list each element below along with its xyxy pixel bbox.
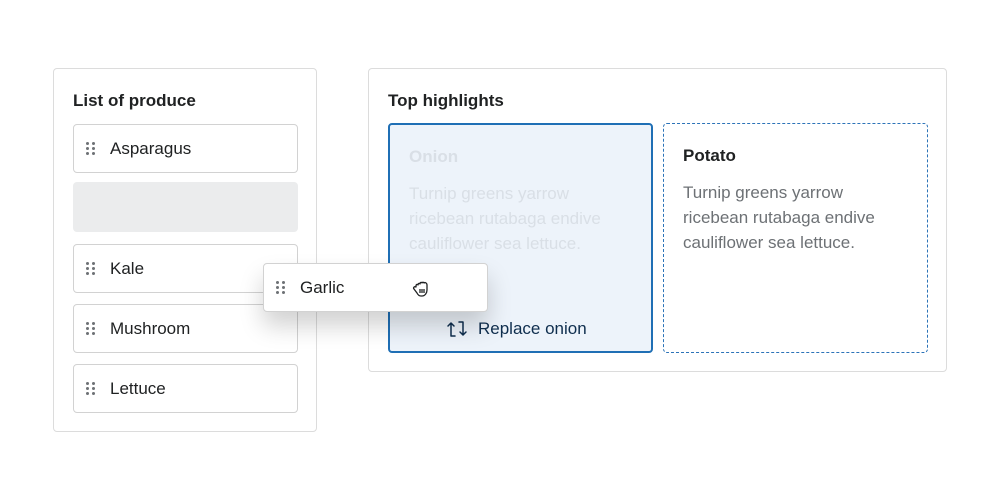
replace-hint: Replace onion: [446, 319, 587, 339]
dragging-item-label: Garlic: [300, 277, 345, 297]
replace-icon: [447, 321, 467, 337]
drop-placeholder: [73, 182, 298, 232]
list-item-label: Kale: [110, 258, 145, 278]
list-item-kale[interactable]: Kale: [73, 244, 298, 293]
card-title: Potato: [683, 146, 736, 165]
list-item-label: Asparagus: [110, 138, 192, 158]
list-item-lettuce[interactable]: Lettuce: [73, 364, 298, 413]
replace-hint-label: Replace onion: [478, 319, 587, 338]
highlights-title: Top highlights: [388, 91, 504, 110]
list-item-asparagus[interactable]: Asparagus: [73, 124, 298, 173]
drag-handle-icon[interactable]: [86, 382, 96, 396]
highlight-card-potato[interactable]: Potato Turnip greens yarrow ricebean rut…: [663, 123, 928, 353]
card-title: Onion: [409, 147, 459, 166]
drag-handle-icon[interactable]: [86, 142, 96, 156]
list-item-label: Mushroom: [110, 318, 191, 338]
grab-cursor-icon: [412, 281, 428, 297]
list-item-label: Lettuce: [110, 378, 166, 398]
highlights-panel: Top highlights Onion Turnip greens yarro…: [368, 68, 947, 372]
drag-handle-icon[interactable]: [86, 322, 96, 336]
card-body: Turnip greens yarrow ricebean rutabaga e…: [409, 184, 601, 253]
produce-list-title: List of produce: [73, 91, 196, 110]
produce-list-panel: List of produce Asparagus Kale Mushroom …: [53, 68, 317, 432]
drag-handle-icon[interactable]: [86, 262, 96, 276]
list-item-mushroom[interactable]: Mushroom: [73, 304, 298, 353]
card-body: Turnip greens yarrow ricebean rutabaga e…: [683, 183, 875, 252]
drag-handle-icon[interactable]: [276, 281, 286, 295]
dragging-item-garlic[interactable]: Garlic: [263, 263, 488, 312]
highlight-card-onion-drop-target[interactable]: Onion Turnip greens yarrow ricebean ruta…: [388, 123, 653, 353]
